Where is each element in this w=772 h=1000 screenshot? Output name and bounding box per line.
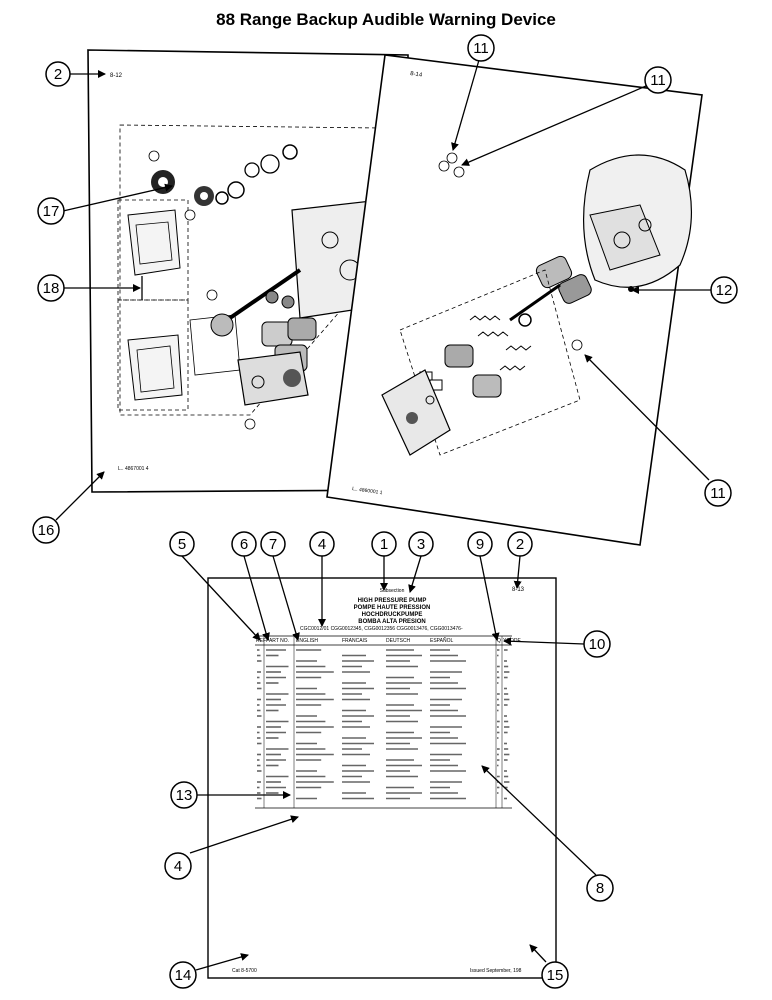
callout-9: 9	[467, 531, 493, 557]
callout-13: 13	[170, 781, 198, 809]
parts-list-rows	[257, 649, 510, 800]
callout-4-top: 4	[309, 531, 335, 557]
svg-text:13: 13	[176, 787, 193, 804]
col-espanol: ESPAÑOL	[430, 637, 453, 644]
svg-text:17: 17	[43, 203, 60, 220]
col-english: ENGLISH	[296, 638, 318, 644]
callout-11-right: 11	[644, 66, 672, 94]
page-title: 88 Range Backup Audible Warning Device	[216, 10, 556, 29]
svg-text:12: 12	[716, 282, 733, 299]
callout-7: 7	[260, 531, 286, 557]
right-sheet-footer: L.. 4860001 1	[352, 486, 383, 496]
list-heading-line-4: BOMBA ALTA PRESION	[358, 619, 425, 625]
col-deutsch: DEUTSCH	[386, 638, 411, 644]
callout-16: 16	[32, 516, 60, 544]
svg-text:8: 8	[596, 880, 604, 897]
callout-2-top: 2	[45, 61, 71, 87]
svg-text:9: 9	[476, 536, 484, 553]
list-section-label: Subsection	[380, 588, 405, 594]
callout-11-top: 11	[467, 34, 495, 62]
callout-circles: 2 17 18 16 11 11 12 11 5 6 7 4 1 3 9 2 1…	[32, 34, 738, 989]
callout-1: 1	[371, 531, 397, 557]
svg-text:11: 11	[473, 40, 489, 57]
list-heading-line-3: HOCHDRUCKPUMPE	[362, 612, 423, 618]
callout-leaders	[55, 59, 711, 971]
svg-text:18: 18	[43, 280, 60, 297]
callout-10: 10	[583, 630, 611, 658]
svg-text:11: 11	[650, 72, 666, 89]
callout-11-bottom: 11	[704, 479, 732, 507]
callout-3: 3	[408, 531, 434, 557]
svg-text:16: 16	[38, 522, 55, 539]
list-footer-right: Issued September, 198	[470, 968, 522, 974]
svg-text:3: 3	[417, 536, 425, 553]
parts-list-sheet: Subsection 8-13 HIGH PRESSURE PUMP POMPE…	[207, 577, 557, 979]
svg-text:14: 14	[175, 967, 192, 984]
callout-15: 15	[541, 961, 569, 989]
col-francais: FRANCAIS	[342, 638, 368, 644]
callout-6: 6	[231, 531, 257, 557]
svg-text:15: 15	[547, 967, 564, 984]
callout-12: 12	[710, 276, 738, 304]
col-q: Q	[497, 638, 501, 644]
svg-text:7: 7	[269, 536, 277, 553]
left-sheet-footer: L.. 4867001 4	[118, 466, 149, 472]
svg-text:10: 10	[589, 636, 606, 653]
list-serials: CGC0012/01 CGG0012345, CGG0012356 CGG001…	[300, 626, 463, 632]
list-page-ref: 8-13	[512, 587, 525, 593]
callout-4-bottom: 4	[164, 852, 192, 880]
svg-text:5: 5	[178, 536, 186, 553]
list-heading-line-2: POMPE HAUTE PRESSION	[354, 605, 431, 611]
svg-text:2: 2	[54, 66, 62, 83]
callout-18: 18	[37, 274, 65, 302]
callout-5: 5	[169, 531, 195, 557]
right-sheet-page-ref: 8-14	[410, 71, 423, 79]
svg-text:11: 11	[710, 485, 726, 502]
callout-17: 17	[37, 197, 65, 225]
callout-14: 14	[169, 961, 197, 989]
callout-8: 8	[586, 874, 614, 902]
list-footer-left: Cat 8-5700	[232, 968, 257, 974]
svg-text:6: 6	[240, 536, 248, 553]
svg-text:1: 1	[380, 536, 388, 553]
svg-text:2: 2	[516, 536, 524, 553]
left-sheet-page-ref: 8-12	[110, 73, 123, 79]
callout-2-list: 2	[507, 531, 533, 557]
col-ref: REF	[256, 638, 266, 644]
col-part-no: PART NO.	[266, 638, 289, 644]
list-heading-line-1: HIGH PRESSURE PUMP	[358, 598, 427, 604]
svg-text:4: 4	[318, 536, 326, 553]
right-exploded-view-sheet: 8-14 L.. 4860001 1	[326, 54, 703, 546]
svg-text:4: 4	[174, 858, 182, 875]
